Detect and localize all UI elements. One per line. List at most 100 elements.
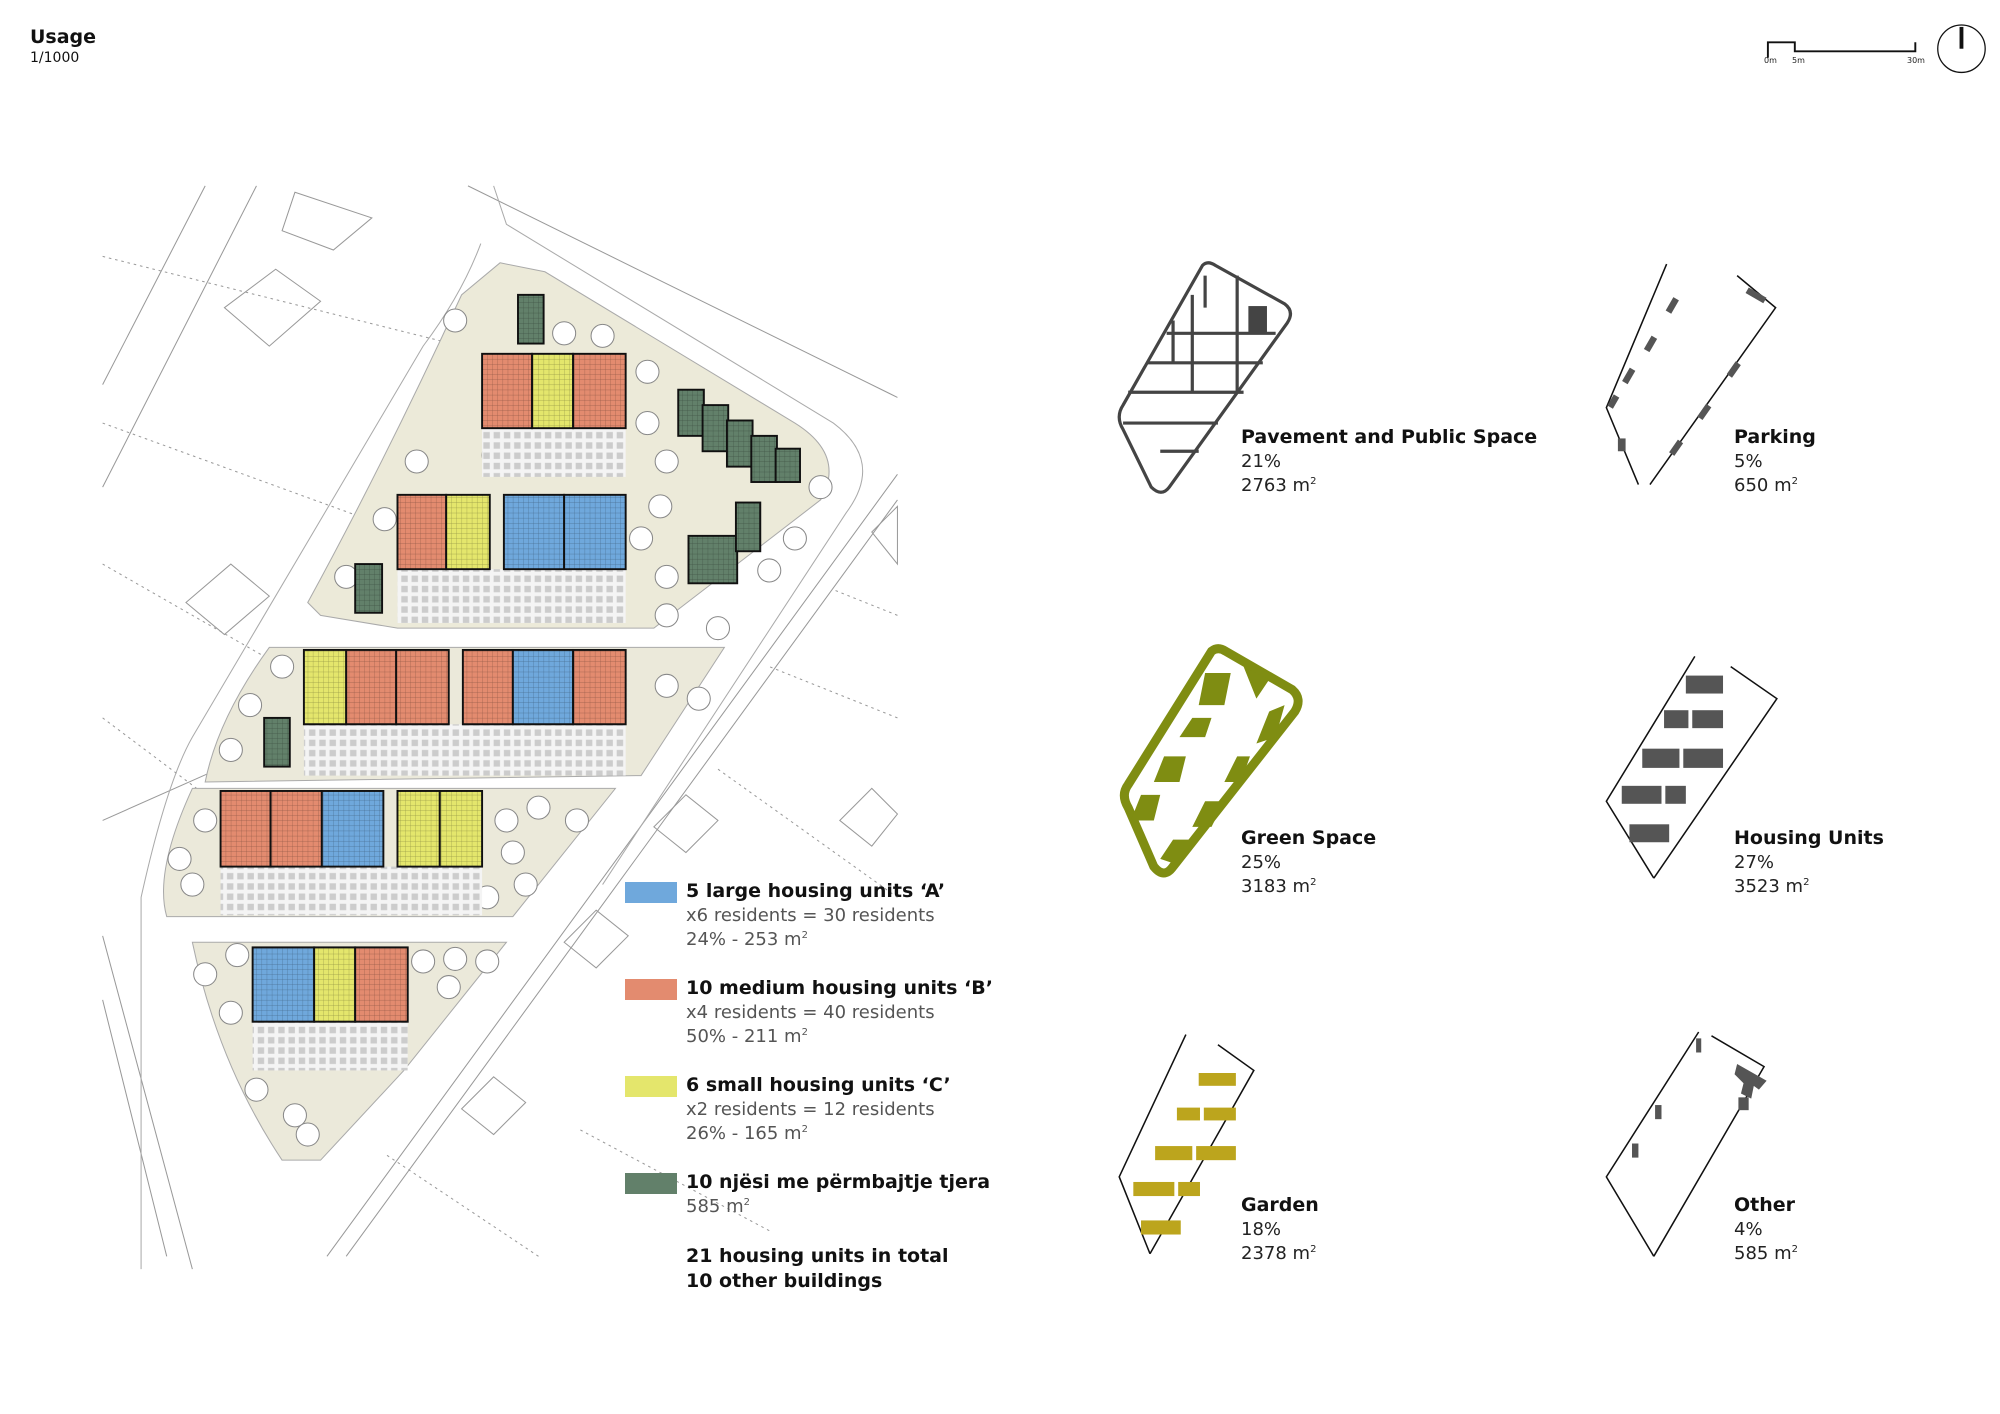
stat-name: Other [1734, 1194, 1796, 1216]
tree-icon [225, 943, 250, 968]
roof-hatch [564, 494, 626, 570]
tree-icon [404, 449, 429, 474]
tree-icon [436, 975, 461, 1000]
legend-residents-unit-c: x2 residents = 12 residents [686, 1099, 935, 1120]
tree-icon [808, 475, 833, 500]
roof-hatch [252, 947, 315, 1022]
legend-residents-unit-b: x4 residents = 40 residents [686, 1002, 935, 1023]
roof-hatch [355, 564, 383, 613]
tree-icon [282, 1103, 307, 1128]
scale-label-0: 0m [1764, 56, 1777, 65]
legend-residents-unit-a: x6 residents = 30 residents [686, 905, 935, 926]
tree-icon [244, 1077, 269, 1102]
roof-hatch [482, 353, 533, 429]
stat-name: Green Space [1241, 827, 1377, 849]
legend-swatch-unit-a [625, 882, 677, 903]
stat-percent: 4% [1734, 1219, 1763, 1240]
tree-icon [295, 1122, 320, 1147]
legend-area-unit-c: 26% - 165 m2 [686, 1123, 808, 1144]
tree-icon [238, 693, 263, 718]
stat-area: 585 m2 [1734, 1243, 1798, 1264]
roof-hatch [532, 353, 574, 429]
tree-icon [180, 872, 205, 897]
roof-hatch [264, 717, 290, 767]
tree-icon [270, 654, 295, 679]
tree-icon [635, 410, 660, 436]
scale-label-5: 5m [1792, 56, 1805, 65]
garden-plot [482, 428, 626, 477]
roof-hatch [314, 947, 356, 1022]
tree-icon [218, 737, 243, 762]
tree-icon [443, 946, 468, 971]
stat-area: 3183 m2 [1241, 876, 1317, 897]
legend-title-unit-a: 5 large housing units ‘A’ [686, 880, 946, 902]
legend-area-unit-a: 24% - 253 m2 [686, 929, 808, 950]
roof-hatch [446, 494, 490, 570]
tree-icon [513, 872, 538, 897]
scale-label-30: 30m [1907, 56, 1925, 65]
legend-swatch-other [625, 1173, 677, 1194]
tree-icon [654, 603, 679, 628]
tree-icon [654, 673, 679, 698]
tree-icon [193, 808, 218, 833]
legend-area-other: 585 m2 [686, 1196, 750, 1217]
tree-icon [475, 949, 500, 974]
tree-icon [494, 808, 519, 833]
tree-icon [564, 808, 590, 833]
diagram-housing-units [1605, 655, 1778, 879]
north-arrow-icon [1937, 24, 1986, 74]
diagram-green-space [1119, 644, 1303, 878]
tree-icon [782, 526, 807, 551]
roof-hatch [346, 649, 397, 725]
stat-area: 2763 m2 [1241, 475, 1317, 496]
tree-icon [552, 321, 577, 346]
roof-hatch [573, 649, 626, 725]
scale-bar [1766, 41, 1917, 58]
drawing-scale: 1/1000 [30, 50, 80, 66]
gardens [220, 428, 626, 1071]
roof-hatch [573, 353, 626, 429]
legend-swatch-unit-b [625, 979, 677, 1000]
buildings [219, 293, 801, 1023]
roof-hatch [726, 420, 753, 467]
roof-hatch [517, 294, 544, 344]
roof-hatch [397, 790, 440, 867]
stat-area: 2378 m2 [1241, 1243, 1317, 1264]
tree-icon [500, 840, 525, 865]
stat-name: Garden [1241, 1194, 1319, 1216]
tree-icon [654, 564, 679, 589]
stat-name: Pavement and Public Space [1241, 426, 1538, 448]
total-other-buildings: 10 other buildings [686, 1270, 883, 1292]
tree-icon [654, 449, 679, 474]
garden-plot [303, 724, 626, 776]
roof-hatch [678, 389, 704, 436]
roof-hatch [512, 649, 574, 725]
tree-icon [218, 1000, 243, 1025]
stat-name: Housing Units [1734, 827, 1884, 849]
stat-name: Parking [1734, 426, 1816, 448]
garden-plot [220, 866, 483, 916]
roof-hatch [321, 790, 384, 867]
stat-percent: 21% [1241, 451, 1282, 472]
roof-hatch [775, 448, 801, 483]
roof-hatch [396, 649, 449, 725]
tree-icon [590, 323, 615, 348]
tree-icon [635, 359, 660, 384]
stat-percent: 25% [1241, 852, 1282, 873]
roof-hatch [303, 649, 347, 725]
garden-plot [252, 1021, 408, 1071]
legend-title-unit-b: 10 medium housing units ‘B’ [686, 977, 993, 999]
legend-swatch-unit-c [625, 1076, 677, 1097]
diagram-pavement [1117, 261, 1293, 494]
tree-icon [526, 795, 551, 820]
tree-icon [411, 949, 436, 974]
tree-icon [372, 507, 397, 532]
roof-hatch [270, 790, 322, 867]
stat-percent: 27% [1734, 852, 1775, 873]
diagram-parking [1605, 263, 1777, 486]
roof-hatch [688, 535, 738, 584]
roof-hatch [397, 494, 447, 570]
roof-hatch [503, 494, 565, 570]
legend-title-unit-c: 6 small housing units ‘C’ [686, 1074, 951, 1096]
